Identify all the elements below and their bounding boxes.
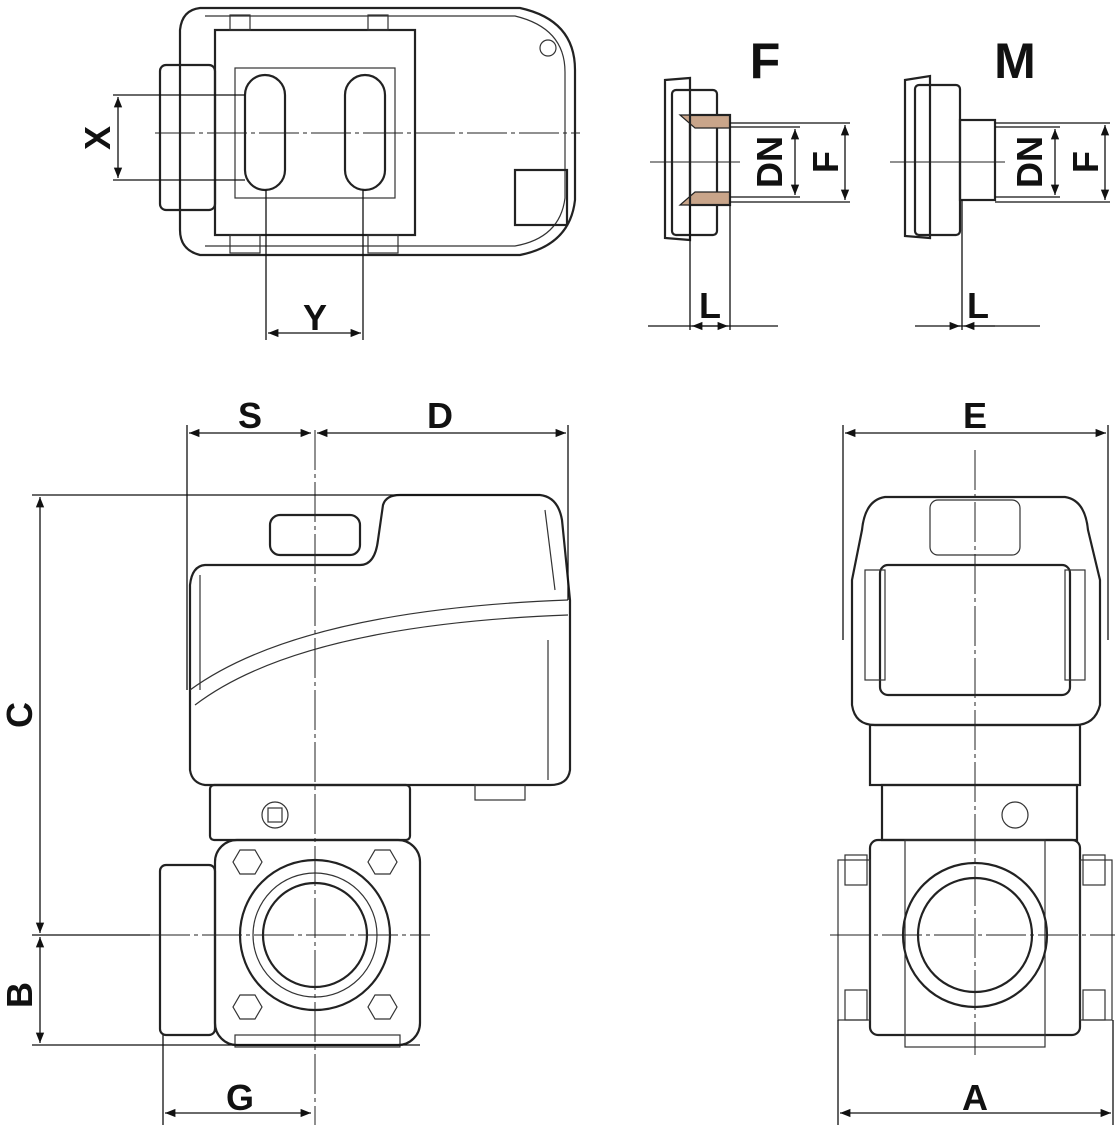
detail-m: M DN F L	[890, 33, 1110, 331]
detail-f-l-label: L	[699, 285, 721, 326]
dim-g-label: G	[226, 1077, 254, 1118]
dim-y-label: Y	[303, 297, 327, 338]
detail-m-dn-label: DN	[1009, 136, 1050, 188]
dim-c-label: C	[0, 702, 40, 728]
detail-f: F DN F L	[648, 33, 850, 331]
dim-b-label: B	[0, 982, 40, 1008]
dim-d-label: D	[427, 395, 453, 436]
dim-x-label: X	[77, 126, 118, 150]
dim-e-label: E	[963, 395, 987, 436]
detail-m-f-label: F	[1065, 151, 1106, 173]
detail-f-title: F	[750, 33, 781, 89]
detail-m-l-label: L	[967, 285, 989, 326]
side-view: S D C B G	[0, 395, 572, 1125]
detail-f-dn-label: DN	[749, 136, 790, 188]
detail-m-title: M	[994, 33, 1036, 89]
dim-a-label: A	[962, 1077, 988, 1118]
detail-f-f-label: F	[805, 151, 846, 173]
dim-s-label: S	[238, 395, 262, 436]
front-view: E A	[830, 395, 1115, 1125]
top-view: X Y	[77, 6, 580, 340]
